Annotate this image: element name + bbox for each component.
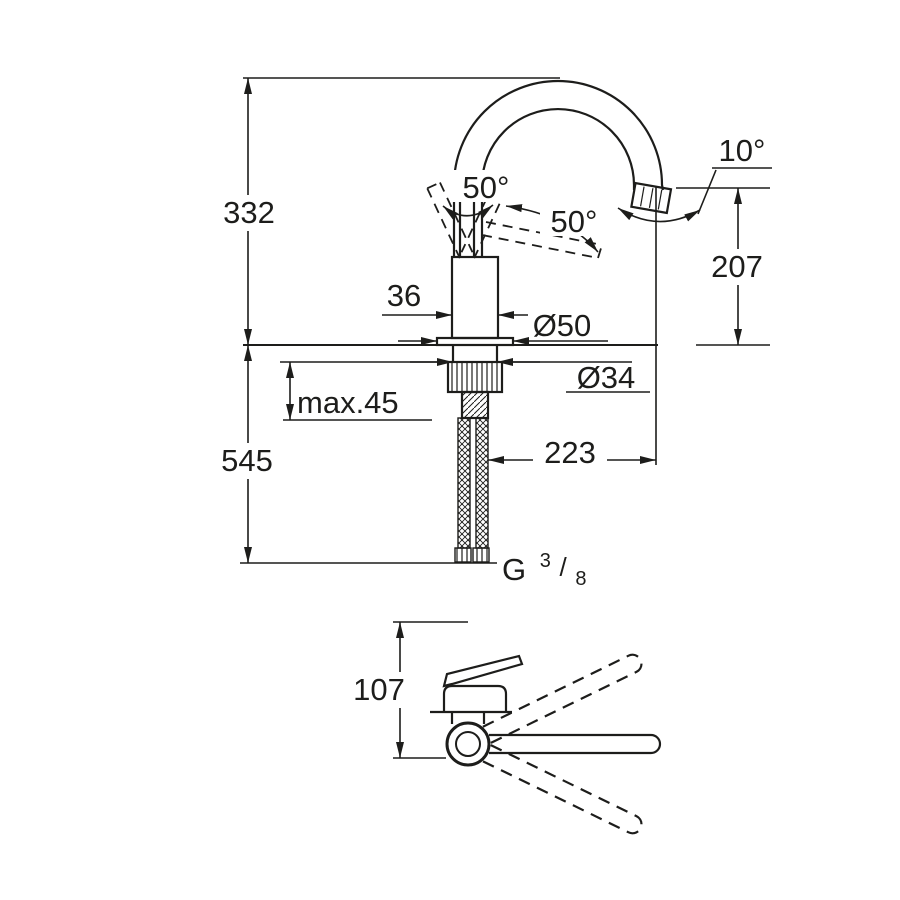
label-background [212, 195, 286, 231]
topview-body-profile [442, 684, 508, 712]
handle-swing-arc-1 [442, 204, 494, 220]
label-background [452, 170, 520, 202]
aerator-tip [630, 181, 673, 215]
threaded-shank [460, 390, 490, 420]
label-background [342, 672, 416, 708]
faucet-front-view [426, 79, 701, 563]
tilt-angle-arc [617, 207, 701, 223]
swivel-circle-outer [445, 721, 491, 767]
hose-fitting-right [472, 547, 490, 563]
swivel-circle-inner [455, 731, 481, 757]
topview-lever-profile [442, 654, 524, 688]
hose-right [475, 417, 489, 549]
label-background [700, 249, 774, 285]
dim-label-d50: Ø50 [533, 308, 592, 343]
spout-outer-arc [452, 79, 665, 191]
dim-label-107: 107 [353, 672, 405, 707]
dim-label-max45: max.45 [297, 385, 399, 420]
thread-denominator: 8 [575, 568, 586, 590]
spout-arm-dashed-down [482, 744, 643, 835]
label-background [533, 436, 607, 470]
dim-label-223: 223 [544, 435, 596, 470]
hose-left [457, 417, 471, 549]
tilt-leader-line [697, 169, 717, 215]
dimension-labels: 332 545 36 Ø50 Ø34 max.45 223 207 10° 50… [221, 133, 765, 707]
label-background [210, 443, 284, 479]
thread-letter: G [502, 552, 526, 587]
dim-label-10deg: 10° [719, 133, 766, 168]
dim-label-d34: Ø34 [577, 360, 636, 395]
spout-inner-arc [480, 107, 636, 190]
dim-label-332: 332 [223, 195, 275, 230]
label-background [540, 204, 608, 236]
hose-fitting-left [454, 547, 472, 563]
escutcheon-base [435, 336, 515, 347]
spout-arm-dashed-up [482, 653, 643, 744]
reference-lines [240, 77, 772, 759]
dim-label-thread: G 3 / 8 [502, 539, 586, 590]
label-backgrounds [210, 170, 774, 708]
dim-label-50deg-1: 50° [463, 170, 510, 205]
spout-arm-solid [489, 733, 662, 755]
dim-label-36: 36 [387, 278, 421, 313]
thread-slash: / [560, 552, 568, 582]
dim-label-207: 207 [711, 249, 763, 284]
mounting-nut [446, 360, 504, 394]
faucet-top-view [430, 653, 662, 835]
faucet-body [450, 255, 500, 340]
dim-label-545: 545 [221, 443, 273, 478]
dim-label-50deg-2: 50° [551, 204, 598, 239]
thread-numerator: 3 [540, 550, 551, 572]
